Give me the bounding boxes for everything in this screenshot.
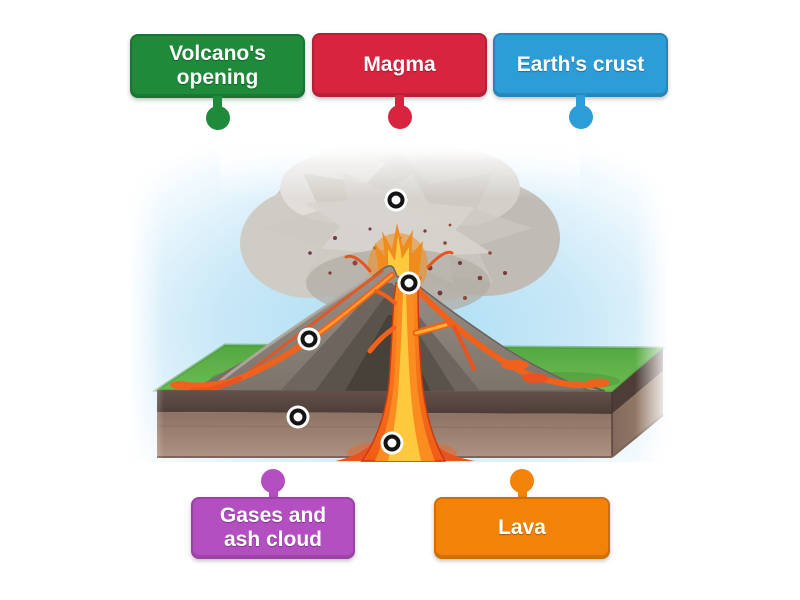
label-box: Gases and ash cloud	[191, 497, 355, 559]
label-magma[interactable]: Magma	[312, 33, 487, 129]
label-box: Lava	[434, 497, 610, 559]
label-gases-ash-cloud[interactable]: Gases and ash cloud	[191, 469, 355, 559]
label-volcanos-opening[interactable]: Volcano's opening	[130, 34, 305, 130]
magma-conduit	[335, 282, 475, 462]
label-stem	[213, 96, 222, 110]
label-earths-crust[interactable]: Earth's crust	[493, 33, 668, 129]
label-stem	[576, 95, 585, 109]
label-knob	[205, 106, 230, 130]
label-box: Volcano's opening	[130, 34, 305, 98]
label-knob	[568, 105, 593, 129]
target-dot-lava-flow[interactable]	[300, 330, 318, 348]
label-stem	[395, 95, 404, 109]
target-dot-earths-crust[interactable]	[289, 408, 307, 426]
label-knob	[387, 105, 412, 129]
target-dot-volcano-opening[interactable]	[400, 274, 418, 292]
label-box: Magma	[312, 33, 487, 97]
label-lava[interactable]: Lava	[434, 469, 610, 559]
label-stem	[268, 485, 278, 499]
target-dot-ash-cloud[interactable]	[387, 191, 405, 209]
label-stem	[517, 485, 527, 499]
label-box: Earth's crust	[493, 33, 668, 97]
target-dot-magma[interactable]	[383, 434, 401, 452]
volcano-illustration	[130, 143, 667, 462]
